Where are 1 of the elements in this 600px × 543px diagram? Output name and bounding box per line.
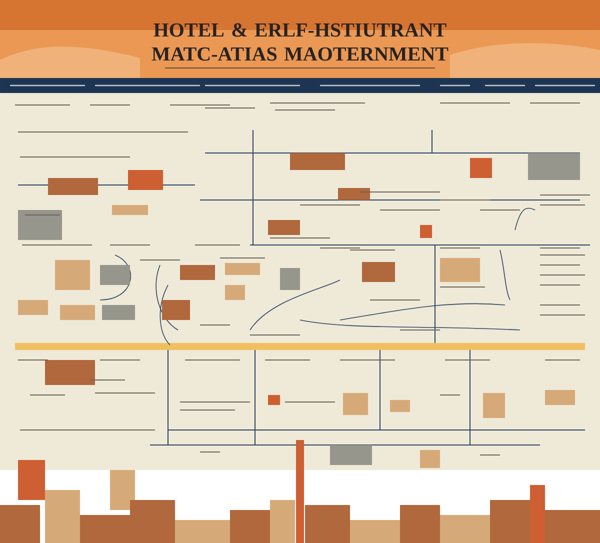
title: HOTEL & ERLF-HSTIUTRANT MATC-ATIAS MAOTERNMENT <box>152 23 448 61</box>
